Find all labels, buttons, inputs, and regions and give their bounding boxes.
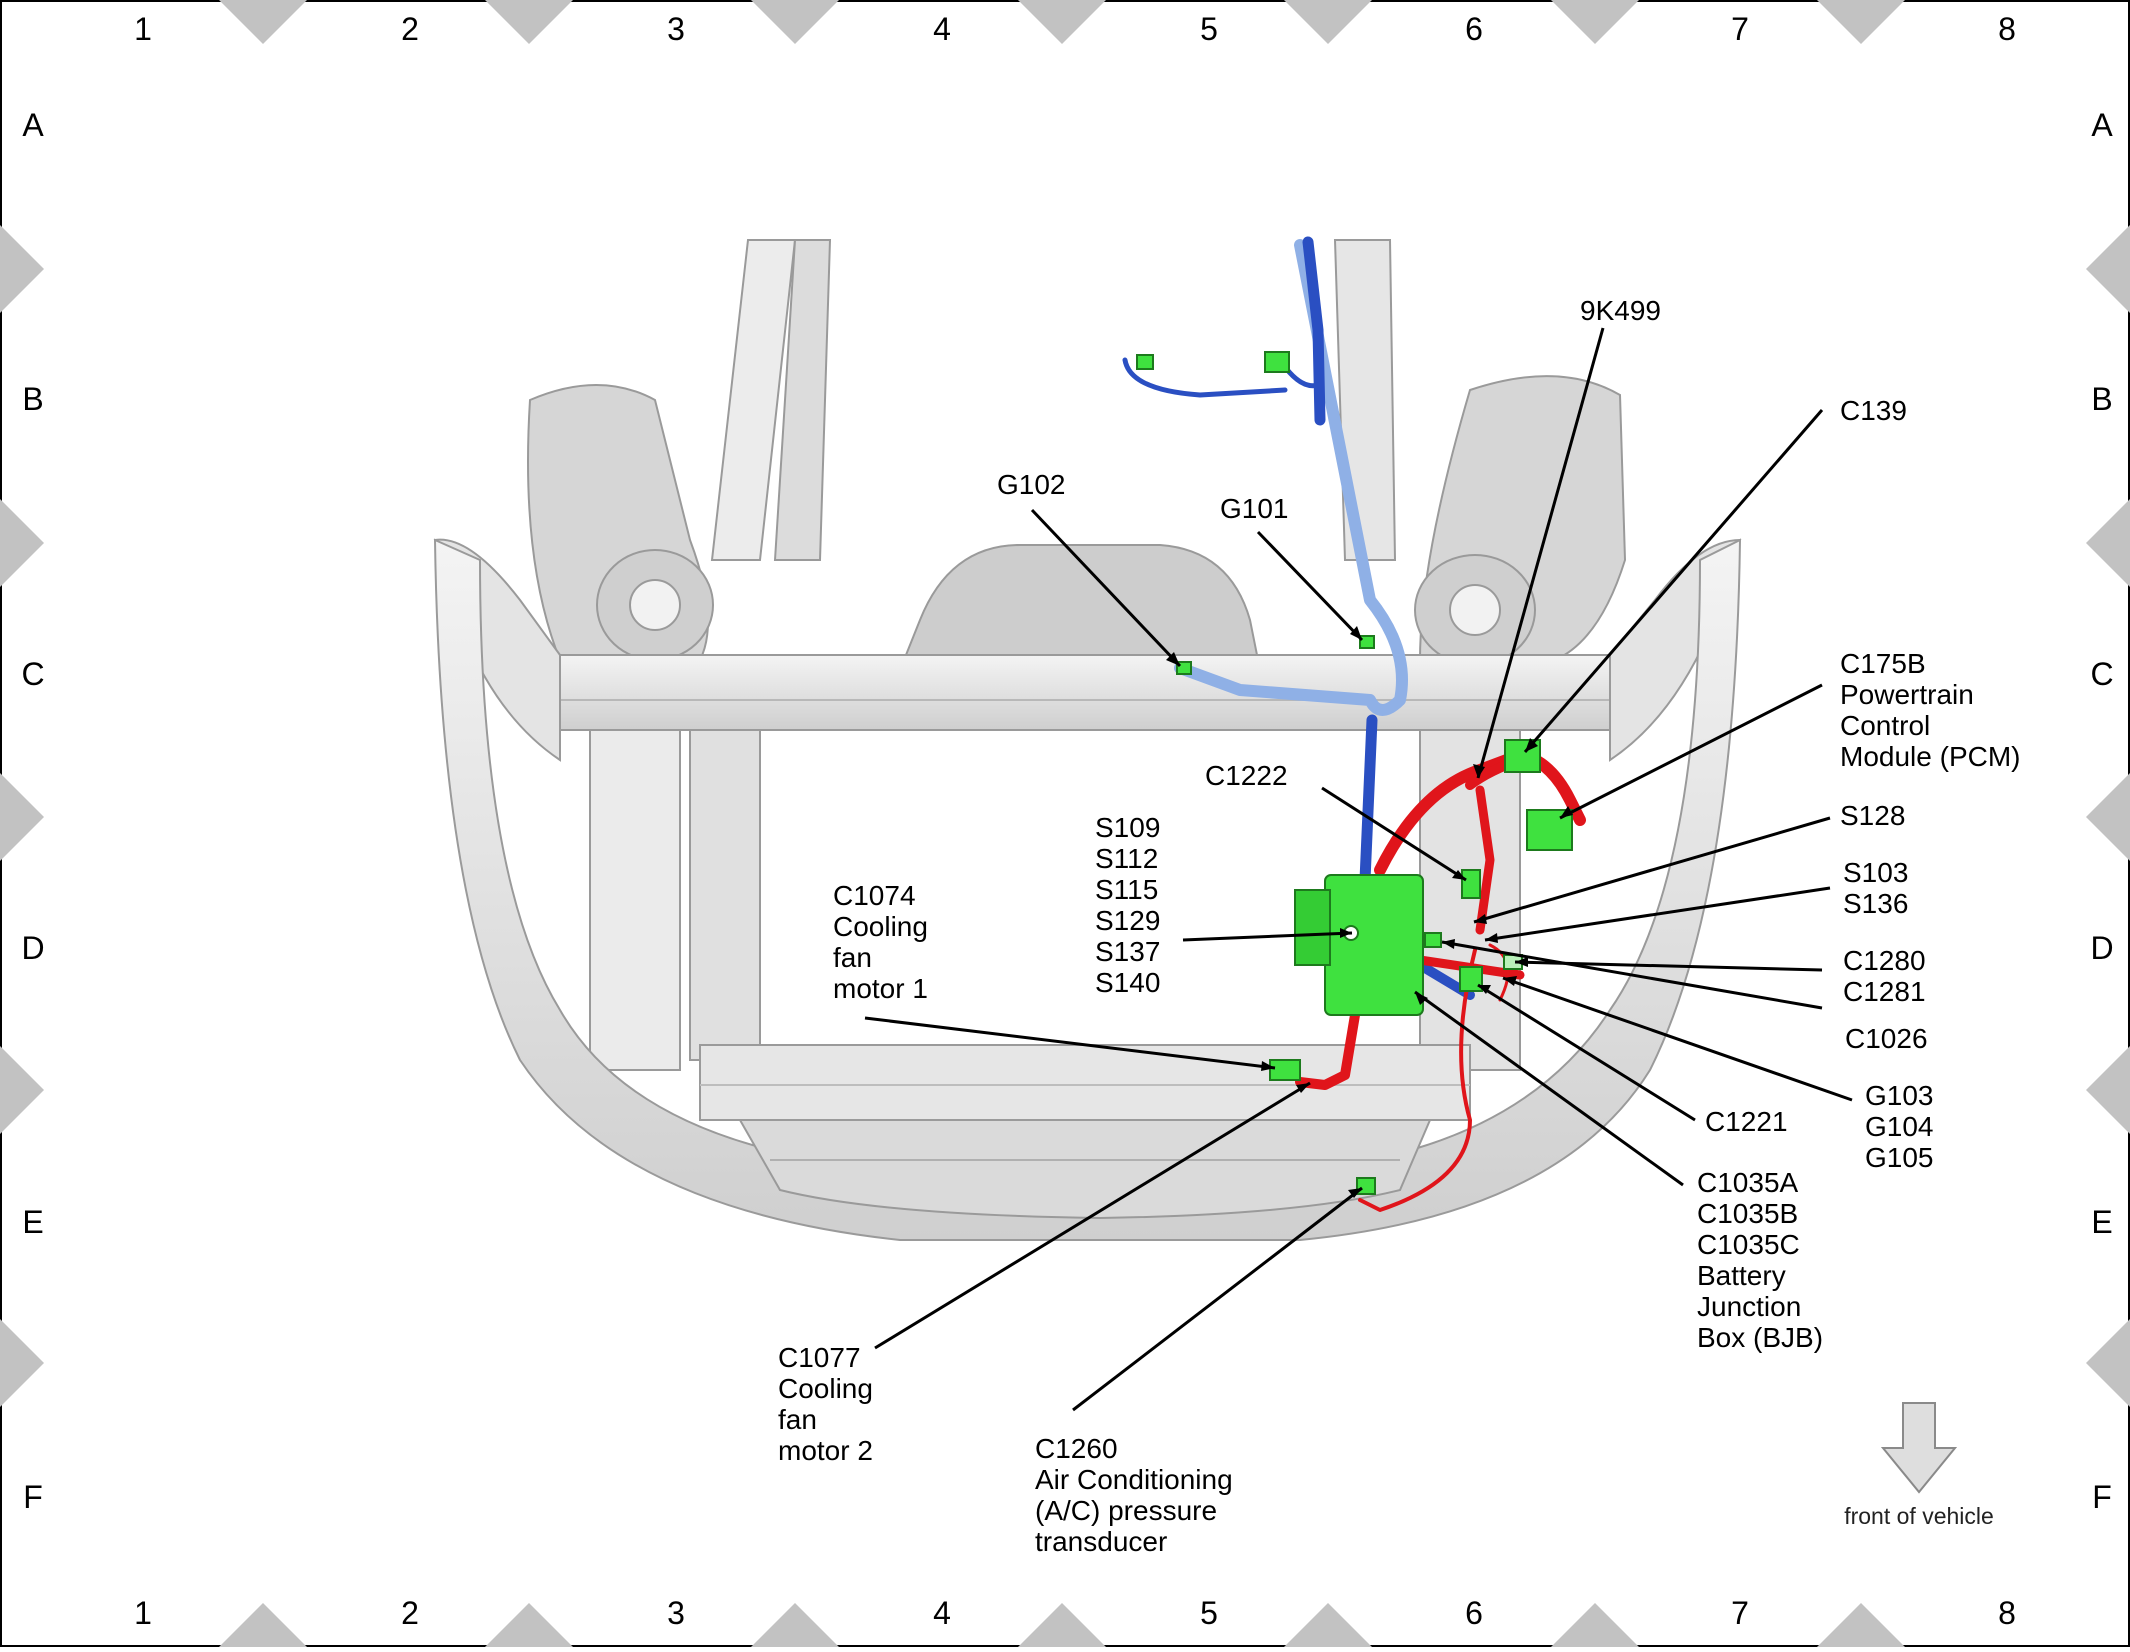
zone-marker-right-2	[2086, 499, 2130, 587]
row-label-a: A	[22, 107, 44, 143]
label-c1222: C1222	[1205, 760, 1288, 791]
connector-c1222-icon	[1461, 869, 1481, 899]
label-s128: S128	[1840, 800, 1905, 831]
zone-marker-bottom-4	[1018, 1603, 1106, 1652]
zone-marker-top-3	[751, 0, 839, 44]
connector-c1074-icon	[1269, 1059, 1301, 1081]
front-of-vehicle-indicator: front of vehicle	[1844, 1402, 1994, 1529]
col-label-7: 7	[1731, 1595, 1749, 1631]
label-c1260: C1260 Air Conditioning (A/C) pressure tr…	[1035, 1433, 1240, 1557]
zone-marker-bottom-5	[1284, 1603, 1372, 1652]
components	[1136, 351, 1573, 1195]
zone-marker-bottom-2	[485, 1603, 573, 1652]
row-label-a: A	[2091, 107, 2113, 143]
col-label-1: 1	[134, 1595, 152, 1631]
label-g102: G102	[997, 469, 1066, 500]
callouts: 9K499 C139 G102 G101 C175B Powertrain Co…	[778, 295, 2020, 1557]
col-label-2: 2	[401, 1595, 419, 1631]
battery-junction-box	[1324, 874, 1424, 1016]
zone-marker-bottom-1	[219, 1603, 307, 1652]
zone-marker-right-3	[2086, 773, 2130, 861]
label-s103: S103 S136	[1843, 857, 1916, 919]
label-c1035: C1035A C1035B C1035C Battery Junction Bo…	[1697, 1167, 1823, 1353]
label-splices: S109 S112 S115 S129 S137 S140	[1095, 812, 1168, 998]
column-labels-top: 1 2 3 4 5 6 7 8	[134, 11, 2016, 47]
zone-marker-top-4	[1018, 0, 1106, 44]
label-c1221: C1221	[1705, 1106, 1788, 1137]
leader-arrowheads	[1166, 626, 1573, 1198]
col-label-2: 2	[401, 11, 419, 47]
col-label-6: 6	[1465, 11, 1483, 47]
row-label-c: C	[2090, 656, 2113, 692]
label-c1026: C1026	[1845, 1023, 1928, 1054]
col-label-6: 6	[1465, 1595, 1483, 1631]
zone-marker-right-1	[2086, 225, 2130, 313]
zone-marker-bottom-6	[1551, 1603, 1639, 1652]
col-label-5: 5	[1200, 1595, 1218, 1631]
row-labels-right: A B C D E F	[2090, 107, 2113, 1515]
leader-lines	[864, 327, 1853, 1412]
label-g103: G103 G104 G105	[1865, 1080, 1941, 1173]
connector-top-right-icon	[1264, 351, 1290, 373]
zone-marker-top-5	[1284, 0, 1372, 44]
col-label-1: 1	[134, 11, 152, 47]
label-9k499: 9K499	[1580, 295, 1661, 326]
col-label-7: 7	[1731, 11, 1749, 47]
label-c139: C139	[1840, 395, 1907, 426]
col-label-5: 5	[1200, 11, 1218, 47]
connector-c1221-icon	[1459, 966, 1483, 992]
zone-marker-left-2	[0, 499, 44, 587]
col-label-8: 8	[1998, 1595, 2016, 1631]
connector-c175b-icon	[1526, 809, 1573, 851]
down-arrow-icon	[1880, 1402, 1958, 1494]
row-label-c: C	[21, 656, 44, 692]
column-labels-bottom: 1 2 3 4 5 6 7 8	[134, 1595, 2016, 1631]
row-label-f: F	[23, 1479, 43, 1515]
zone-marker-left-3	[0, 773, 44, 861]
connector-top-left-icon	[1136, 354, 1154, 370]
front-of-vehicle-label: front of vehicle	[1844, 1503, 1994, 1529]
label-g101: G101	[1220, 493, 1289, 524]
zone-marker-left-4	[0, 1046, 44, 1134]
zone-marker-left-5	[0, 1319, 44, 1407]
zone-marker-top-2	[485, 0, 573, 44]
zone-marker-left-1	[0, 225, 44, 313]
row-label-d: D	[21, 930, 44, 966]
zone-marker-bottom-7	[1817, 1603, 1905, 1652]
label-c175b: C175B Powertrain Control Module (PCM)	[1840, 648, 2020, 772]
vehicle-front-structure	[433, 239, 1742, 1241]
row-label-b: B	[2091, 381, 2112, 417]
col-label-4: 4	[933, 1595, 951, 1631]
zone-marker-top-1	[219, 0, 307, 44]
zone-marker-right-4	[2086, 1046, 2130, 1134]
col-label-3: 3	[667, 11, 685, 47]
label-c1280: C1280 C1281	[1843, 945, 1933, 1007]
col-label-3: 3	[667, 1595, 685, 1631]
zone-marker-top-7	[1817, 0, 1905, 44]
col-label-8: 8	[1998, 11, 2016, 47]
row-label-b: B	[22, 381, 43, 417]
label-c1074: C1074 Cooling fan motor 1	[833, 880, 936, 1004]
row-labels-left: A B C D E F	[21, 107, 44, 1515]
row-label-e: E	[2091, 1204, 2112, 1240]
ground-g101-icon	[1359, 635, 1375, 649]
row-label-d: D	[2090, 930, 2113, 966]
row-label-e: E	[22, 1204, 43, 1240]
connector-c1026-icon	[1424, 932, 1442, 948]
zone-marker-right-5	[2086, 1319, 2130, 1407]
col-label-4: 4	[933, 11, 951, 47]
zone-marker-bottom-3	[751, 1603, 839, 1652]
label-c1077: C1077 Cooling fan motor 2	[778, 1342, 881, 1466]
row-label-f: F	[2092, 1479, 2112, 1515]
zone-marker-top-6	[1551, 0, 1639, 44]
